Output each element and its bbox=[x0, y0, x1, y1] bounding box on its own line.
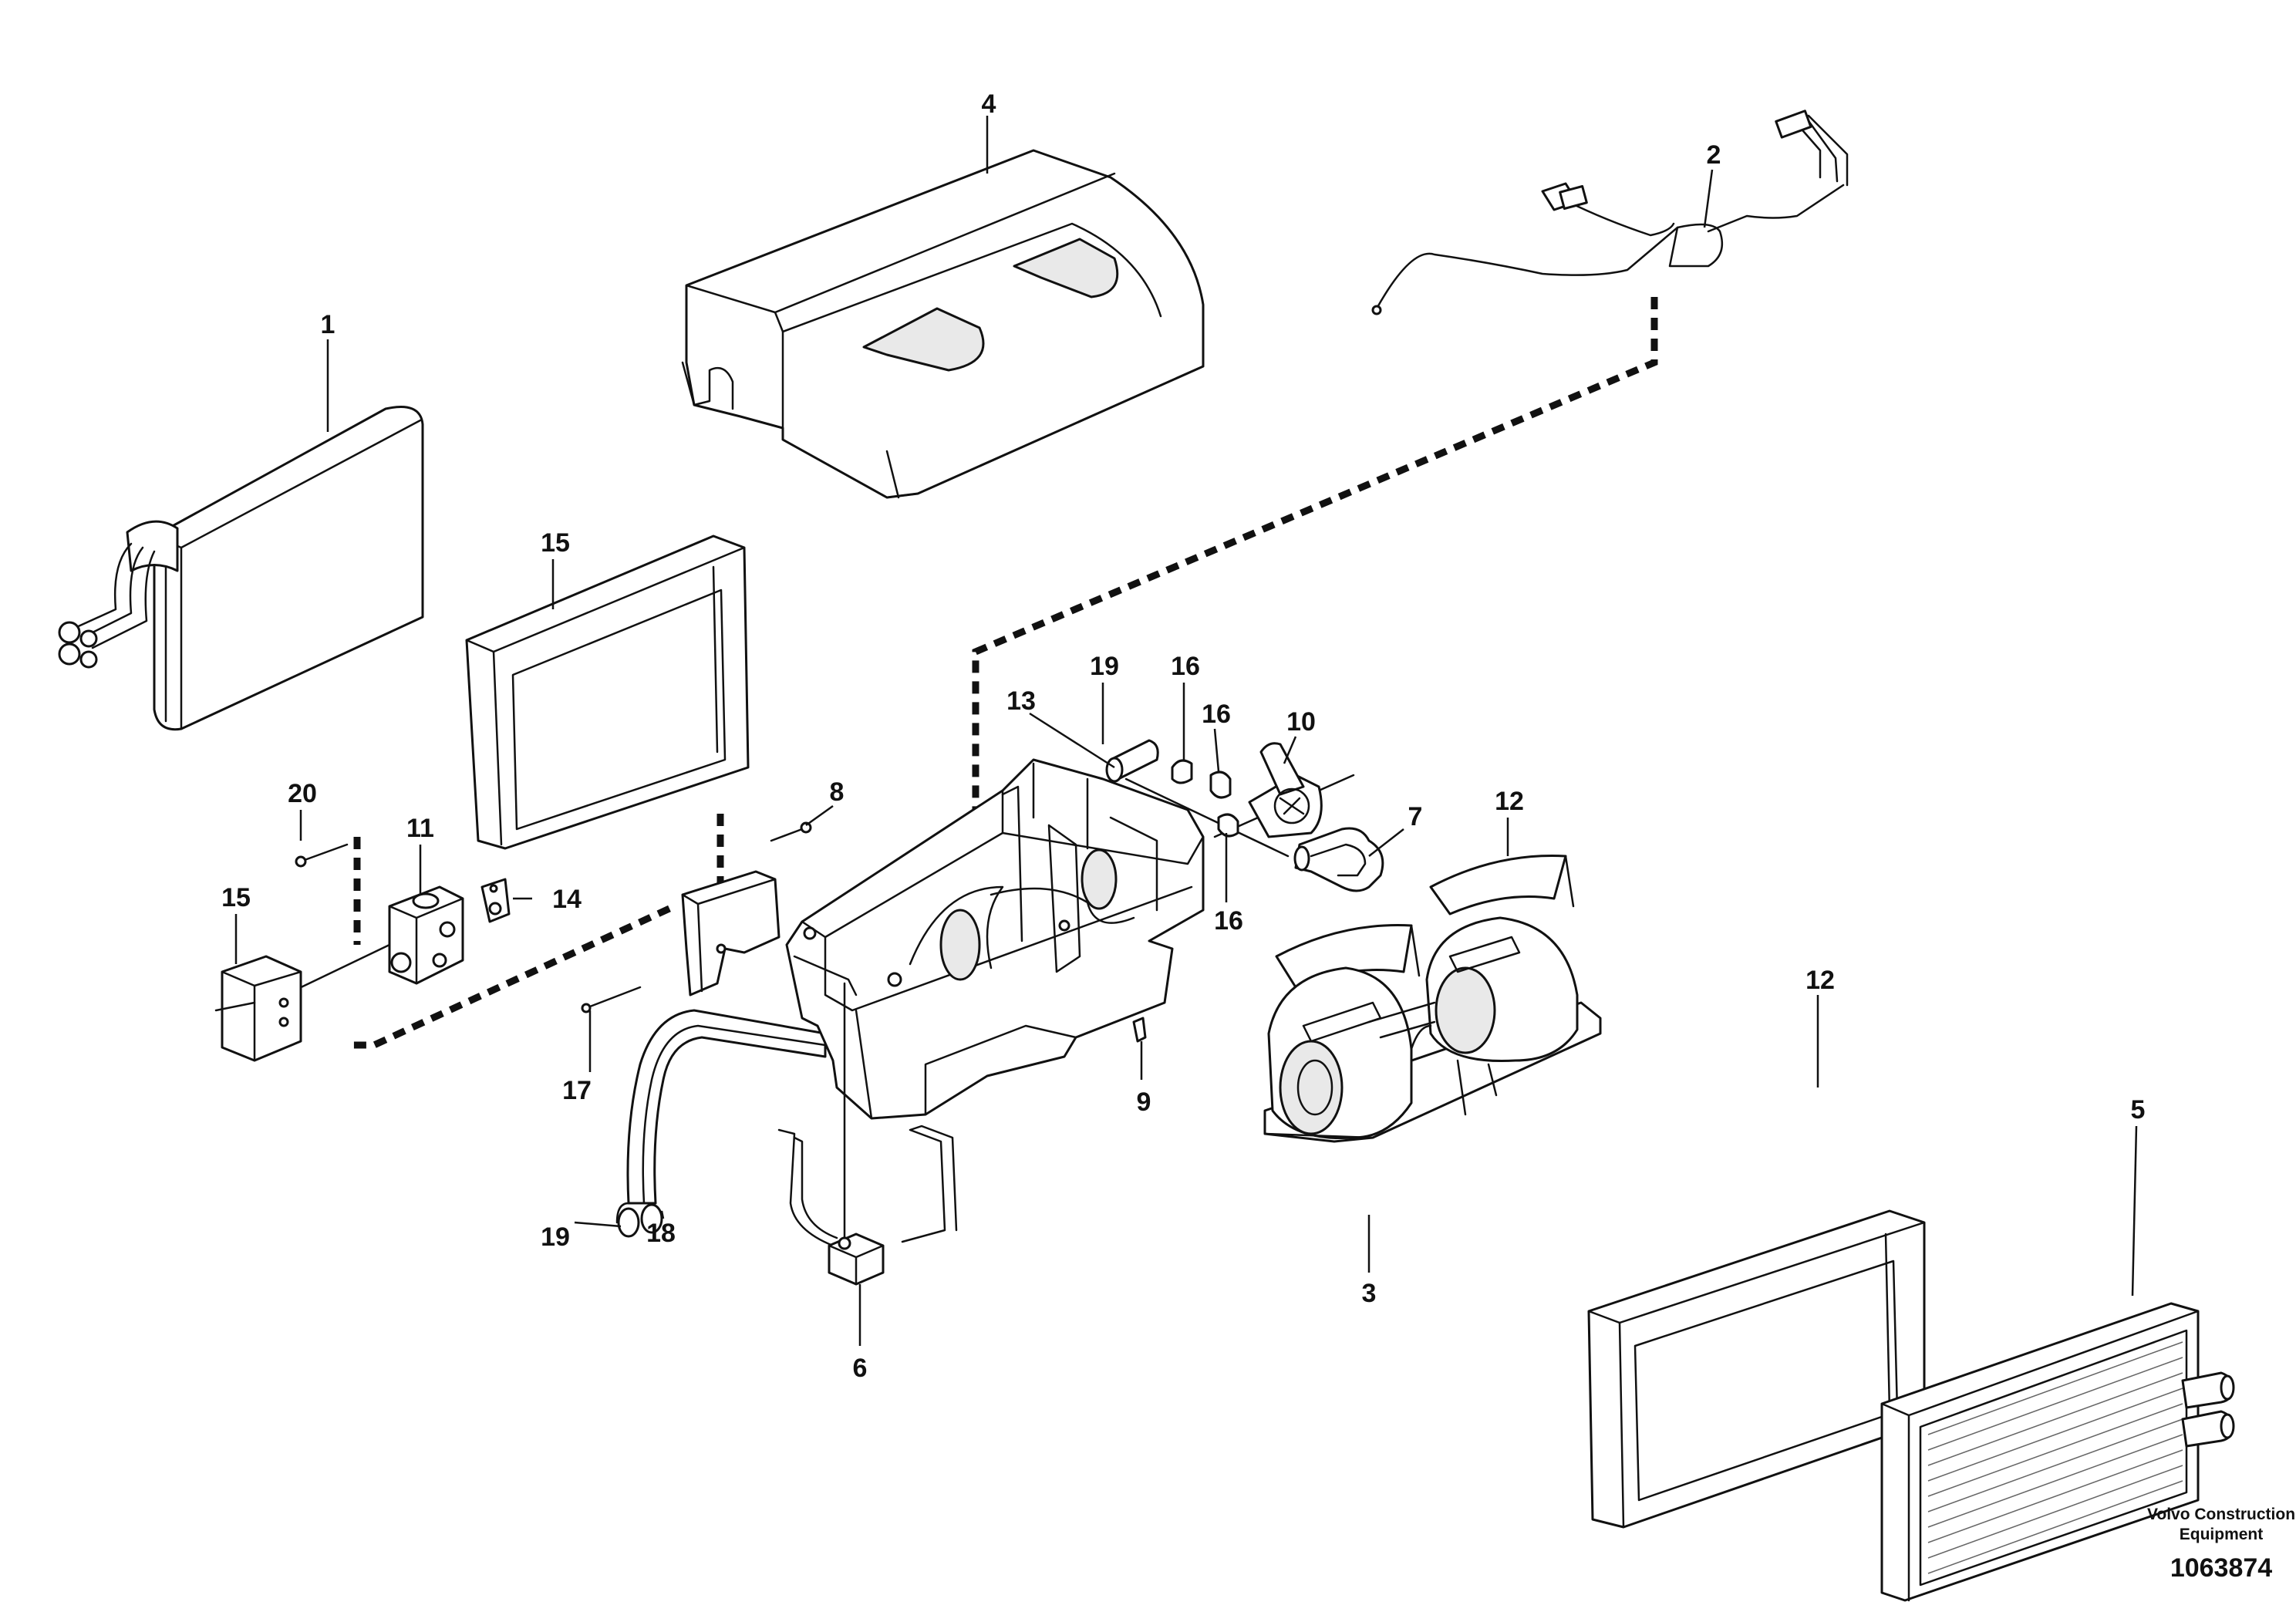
callout-19-lower: 19 bbox=[541, 1222, 570, 1252]
callout-18: 18 bbox=[646, 1219, 676, 1248]
callout-12-upper: 12 bbox=[1495, 787, 1524, 816]
callout-11: 11 bbox=[406, 814, 434, 843]
blower-motor-assembly bbox=[1263, 916, 1602, 1143]
filter-frame bbox=[465, 534, 750, 850]
hoses-and-clamps bbox=[1105, 739, 1384, 892]
callout-20: 20 bbox=[288, 779, 317, 808]
callout-17: 17 bbox=[562, 1076, 592, 1105]
expansion-valve bbox=[292, 885, 464, 993]
callout-16-mid: 16 bbox=[1202, 700, 1231, 729]
callout-15-lower: 15 bbox=[221, 883, 251, 912]
callout-8: 8 bbox=[830, 777, 845, 807]
valve-cover-box bbox=[214, 955, 302, 1062]
callout-2: 2 bbox=[1707, 140, 1721, 170]
callout-1: 1 bbox=[321, 310, 335, 339]
blower-shrouds bbox=[1275, 855, 1575, 989]
valve-gasket bbox=[480, 878, 511, 923]
callout-5: 5 bbox=[2131, 1095, 2146, 1125]
thermostat-switch bbox=[777, 982, 958, 1286]
callout-13: 13 bbox=[1006, 686, 1036, 716]
callout-3: 3 bbox=[1362, 1279, 1377, 1308]
evaporator-core bbox=[58, 406, 424, 731]
drain-pipes bbox=[615, 1009, 827, 1238]
callout-19-upper: 19 bbox=[1090, 652, 1119, 681]
callout-16-top: 16 bbox=[1171, 652, 1200, 681]
company-name-line1: Volvo Construction bbox=[2147, 1506, 2295, 1523]
callout-14: 14 bbox=[552, 885, 582, 914]
drawing-footer: Volvo Construction Equipment 1063874 bbox=[2147, 1506, 2295, 1583]
callout-6: 6 bbox=[853, 1354, 868, 1383]
leader-lines bbox=[234, 116, 2138, 1346]
callout-10: 10 bbox=[1286, 707, 1316, 737]
drawing-number: 1063874 bbox=[2170, 1553, 2272, 1583]
callout-7: 7 bbox=[1408, 802, 1423, 831]
callout-labels: 1 2 3 4 5 6 7 8 9 10 11 12 12 13 14 15 1… bbox=[221, 89, 2145, 1383]
mounting-bracket bbox=[681, 870, 781, 996]
callout-16-bottom: 16 bbox=[1214, 906, 1243, 936]
callout-4: 4 bbox=[982, 89, 996, 119]
heater-core-frame bbox=[1587, 1209, 1926, 1529]
screws bbox=[295, 821, 812, 1013]
heater-core bbox=[1880, 1302, 2235, 1602]
callout-15-upper: 15 bbox=[541, 528, 570, 558]
heater-housing bbox=[785, 758, 1205, 1120]
sensor-harness bbox=[1371, 110, 1849, 315]
callout-12-lower: 12 bbox=[1805, 966, 1835, 995]
callout-9: 9 bbox=[1137, 1088, 1151, 1117]
company-name-line2: Equipment bbox=[2180, 1526, 2264, 1543]
top-cover bbox=[681, 149, 1205, 499]
